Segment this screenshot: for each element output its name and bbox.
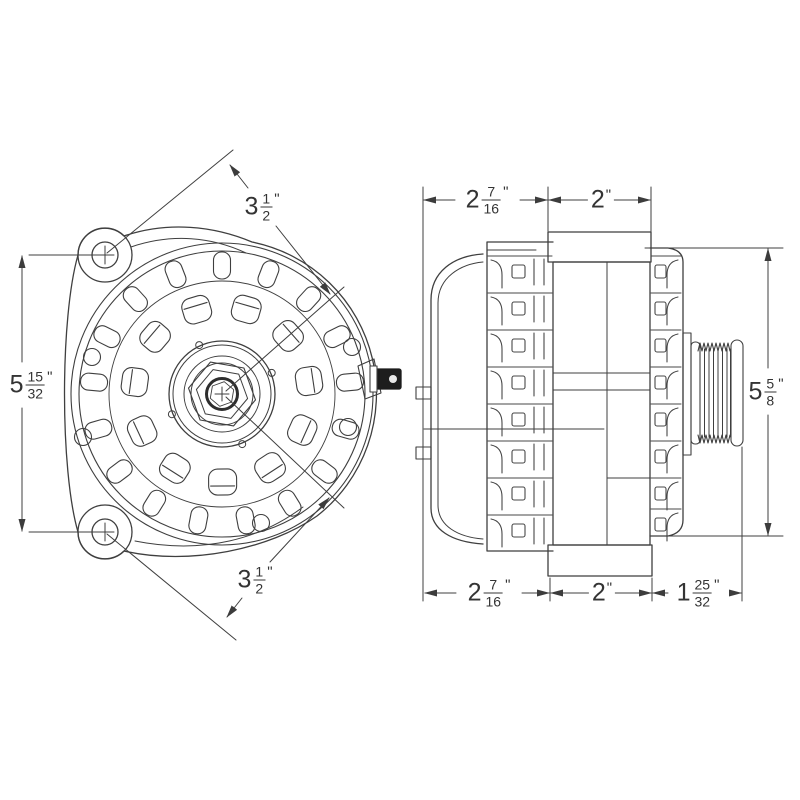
dim-label-side-bottom-mid: 2 " (588, 579, 616, 607)
center-housing (547, 231, 653, 577)
dimension-lines (422, 186, 784, 602)
radius-dimension-lines (106, 149, 345, 641)
rear-fins (486, 241, 554, 552)
front-fins (649, 247, 684, 542)
housing-outline (63, 226, 378, 560)
outer-vent-slots (79, 251, 365, 535)
inner-vent-slots (120, 294, 324, 496)
front-view (63, 149, 402, 641)
front-height-dimension (18, 254, 100, 533)
rear-cover (415, 253, 605, 545)
rim-circles (70, 242, 374, 546)
dim-label-side-top-mid: 2 " (587, 186, 615, 214)
terminal-stud (357, 358, 402, 400)
housing-screws (73, 337, 362, 533)
hub-assembly (167, 340, 276, 449)
pulley (682, 332, 744, 456)
side-view (415, 186, 784, 602)
